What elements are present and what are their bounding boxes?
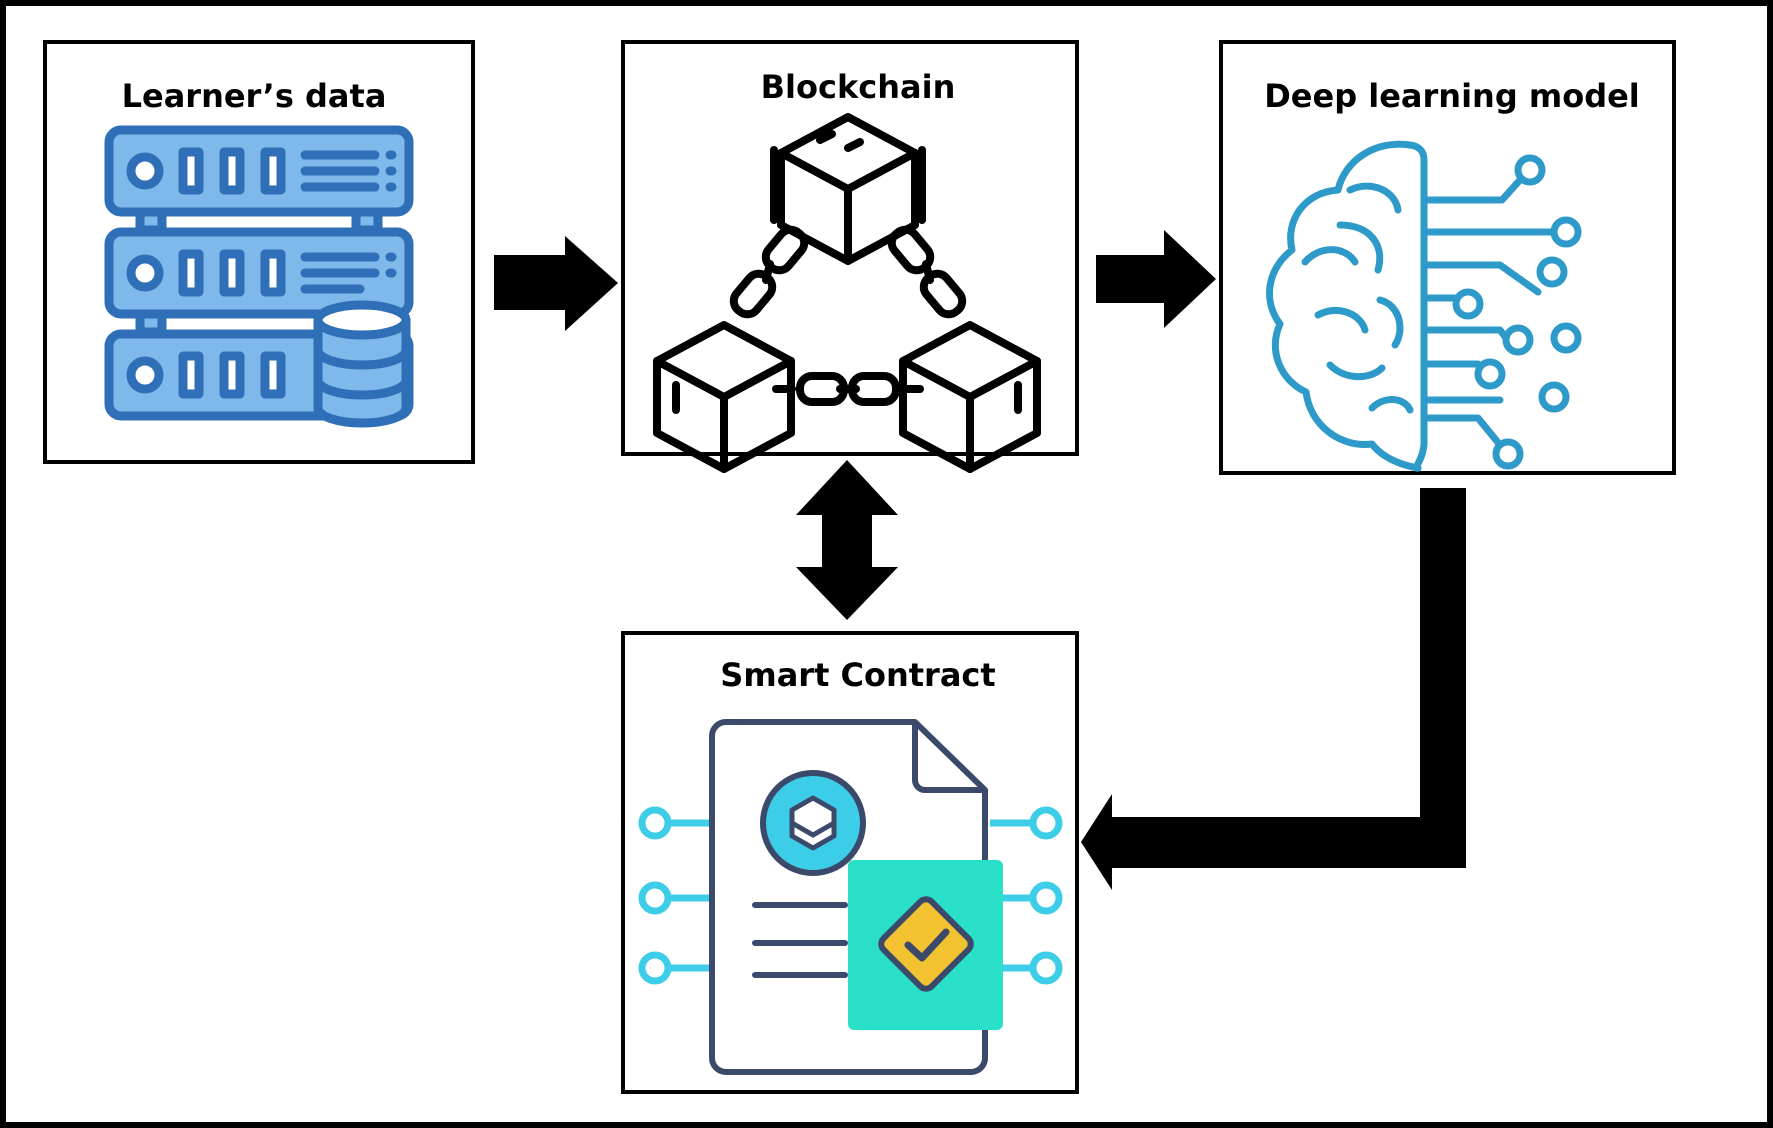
blockchain-icon [653, 113, 1041, 473]
deep-learning-label: Deep learning model [1264, 77, 1640, 115]
edge-blockchain-to-deep-learning [1096, 230, 1216, 328]
learner-data-label: Learner’s data [122, 77, 387, 115]
edge-learner-to-blockchain [494, 236, 618, 331]
edge-blockchain-smart-contract [796, 460, 898, 620]
deep-learning-node[interactable]: Deep learning model [1219, 40, 1676, 475]
smart-contract-icon [638, 719, 1063, 1075]
smart-contract-label: Smart Contract [720, 656, 995, 694]
blockchain-label: Blockchain [761, 68, 956, 106]
learner-data-node[interactable]: Learner’s data [43, 40, 475, 464]
database-server-icon [104, 125, 414, 428]
smart-contract-node[interactable]: Smart Contract [621, 631, 1079, 1094]
edge-deep-learning-to-smart-contract [1081, 488, 1466, 890]
blockchain-node[interactable]: Blockchain [621, 40, 1079, 473]
brain-circuit-icon [1266, 140, 1582, 472]
